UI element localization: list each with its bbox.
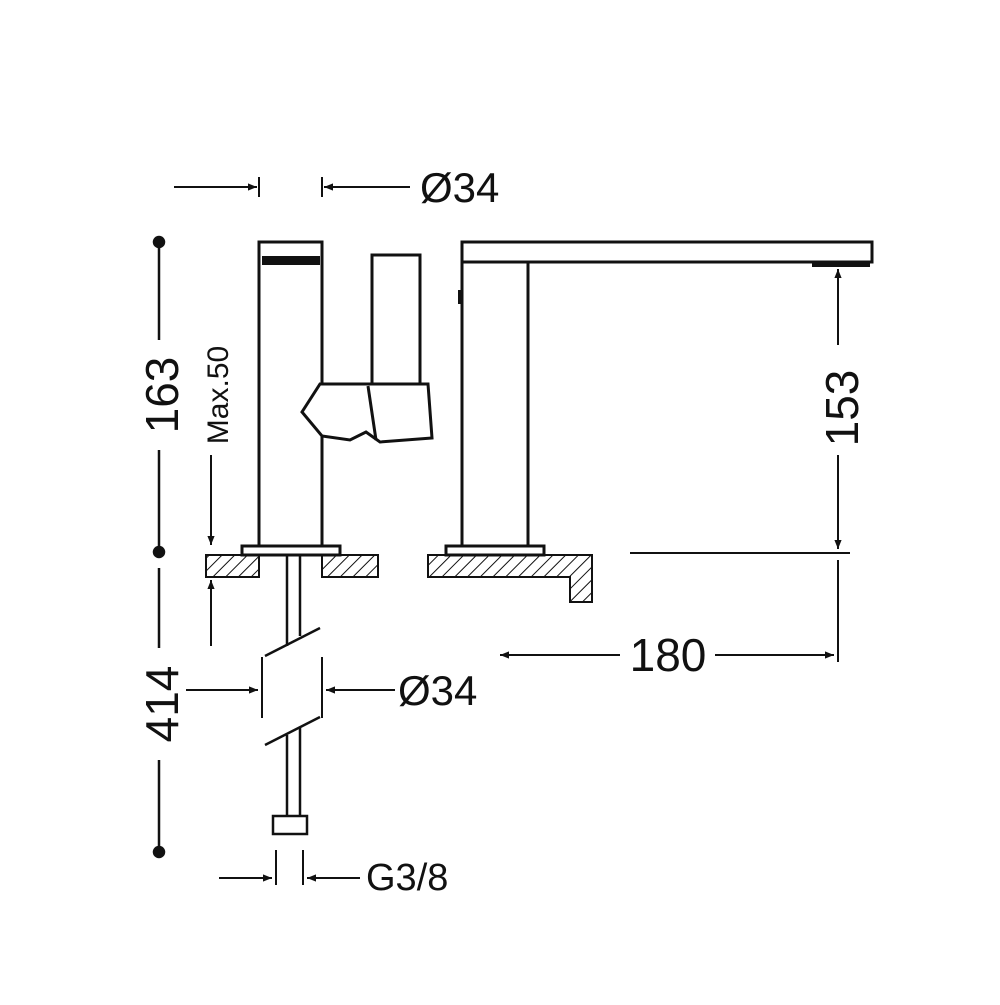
connection-label: G3/8 (366, 857, 448, 899)
dim-pipe-length (152, 568, 166, 859)
spout-reach-label: 180 (630, 629, 707, 681)
mixer-base-plate (240, 544, 342, 557)
dim-top-diameter (174, 177, 410, 197)
lever-handle (300, 253, 434, 444)
top-diameter-label: Ø34 (420, 164, 499, 211)
pipe-diameter-label: Ø34 (398, 667, 477, 714)
pipe-length-label: 414 (136, 666, 188, 743)
dim-spout-reach (500, 560, 839, 662)
dim-spout-height (630, 269, 850, 554)
dim-connection (219, 850, 360, 885)
dim-pipe-diameter (186, 657, 395, 718)
supply-pipe (264, 555, 321, 836)
dim-total-height (152, 235, 166, 559)
spout (458, 240, 874, 550)
max-deck-label: Max.50 (202, 346, 235, 444)
spout-base-plate (444, 544, 546, 557)
total-height-label: 163 (136, 357, 188, 434)
countertop (205, 554, 593, 603)
spout-height-label: 153 (816, 370, 868, 447)
